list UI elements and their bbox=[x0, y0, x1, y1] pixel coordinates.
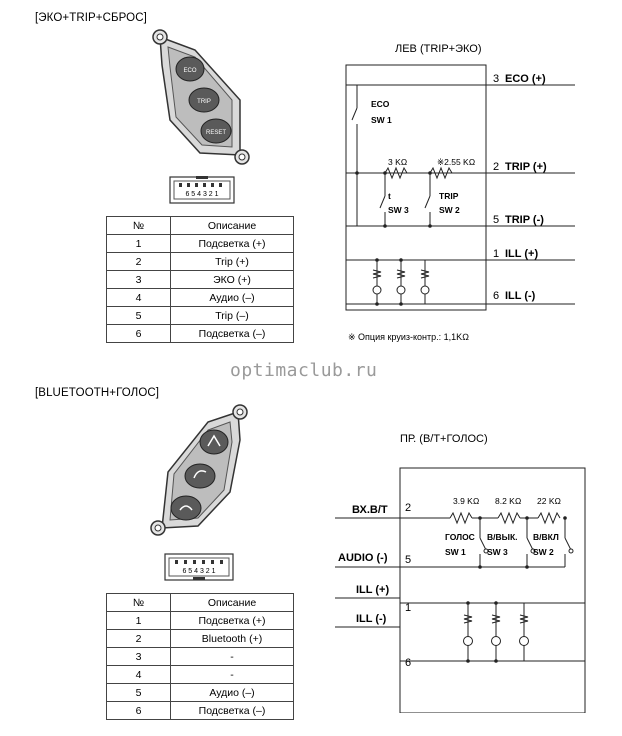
t-label: t bbox=[388, 191, 391, 201]
pin-3-number: 3 bbox=[493, 73, 499, 85]
connector-pin-numbers: 6 5 4 3 2 1 bbox=[185, 191, 218, 198]
connector-6pin-1: 6 5 4 3 2 1 bbox=[169, 176, 235, 204]
ill-minus-label: ILL (-) bbox=[356, 613, 387, 625]
pin-1-number: 1 bbox=[405, 602, 411, 614]
voice-button bbox=[199, 429, 229, 455]
eco-switch-label: ECO bbox=[371, 99, 390, 109]
pin-2-number: 2 bbox=[405, 502, 411, 514]
steering-switch-eco-trip-reset: ECO TRIP RESET bbox=[152, 29, 250, 165]
resistor-22k-label: 22 KΩ bbox=[537, 496, 561, 506]
watermark: optimaclub.ru bbox=[230, 360, 378, 381]
eco-button: ECO bbox=[175, 56, 205, 82]
pin-ill-plus-label: ILL (+) bbox=[505, 248, 538, 260]
sw1-label: SW 1 bbox=[371, 115, 392, 125]
pin-6-number: 6 bbox=[405, 657, 411, 669]
bt-on-switch-label: В/ВКЛ bbox=[533, 532, 559, 542]
table-header-number: № bbox=[106, 216, 171, 235]
sw2-label: SW 2 bbox=[533, 547, 554, 557]
resistor-2-55k-label: ※2.55 KΩ bbox=[437, 157, 476, 167]
svg-text:TRIP: TRIP bbox=[197, 99, 211, 105]
pin-trip-minus-label: TRIP (-) bbox=[505, 214, 544, 226]
call-button bbox=[184, 463, 216, 489]
svg-text:ECO: ECO bbox=[183, 68, 196, 74]
table-row: 3- bbox=[106, 647, 294, 666]
pin-trip-plus-label: TRIP (+) bbox=[505, 161, 547, 173]
sw3-label: SW 3 bbox=[388, 205, 409, 215]
sw3-label: SW 3 bbox=[487, 547, 508, 557]
table-header-description: Описание bbox=[170, 593, 294, 612]
audio-minus-label: AUDIO (-) bbox=[338, 552, 388, 564]
bt-off-switch-label: В/ВЫК. bbox=[487, 532, 518, 542]
schematic-title: ПР. (В/Т+ГОЛОС) bbox=[400, 433, 488, 445]
svg-text:RESET: RESET bbox=[206, 130, 226, 136]
pin-5-number: 5 bbox=[493, 214, 499, 226]
pin-2-number: 2 bbox=[493, 161, 499, 173]
table-header-number: № bbox=[106, 593, 171, 612]
schematic-left-trip-eco: ЛЕВ (TRIP+ЭКО) bbox=[345, 43, 575, 342]
schematic-right-bt-voice: ПР. (В/Т+ГОЛОС) ВХ.В/Т AUDIO (-) ILL (+)… bbox=[335, 433, 586, 713]
connector-6pin-2: 6 5 4 3 2 1 bbox=[164, 553, 234, 581]
resistor-8-2k-label: 8.2 KΩ bbox=[495, 496, 522, 506]
sw1-label: SW 1 bbox=[445, 547, 466, 557]
connector-pin-numbers: 6 5 4 3 2 1 bbox=[182, 568, 215, 575]
ill-plus-label: ILL (+) bbox=[356, 584, 389, 596]
resistor-3k-label: 3 KΩ bbox=[388, 157, 408, 167]
sw2-label: SW 2 bbox=[439, 205, 460, 215]
pin-5-number: 5 bbox=[405, 554, 411, 566]
table-row: 4- bbox=[106, 665, 294, 684]
section-title-eco-trip-reset: [ЭКО+TRIP+СБРОС] bbox=[35, 12, 147, 24]
pin-1-number: 1 bbox=[493, 248, 499, 260]
voice-switch-label: ГОЛОС bbox=[445, 532, 475, 542]
hangup-button bbox=[170, 495, 202, 521]
cruise-option-note: ※ Опция круиз-контр.: 1,1KΩ bbox=[348, 332, 469, 342]
pin-eco-plus-label: ECO (+) bbox=[505, 73, 546, 85]
trip-button: TRIP bbox=[188, 87, 220, 113]
pin-6-number: 6 bbox=[493, 290, 499, 302]
bt-in-label: ВХ.В/Т bbox=[352, 504, 388, 516]
schematic-title: ЛЕВ (TRIP+ЭКО) bbox=[395, 43, 482, 55]
section-title-bluetooth-voice: [BLUETOOTH+ГОЛОС] bbox=[35, 387, 160, 399]
trip-switch-label: TRIP bbox=[439, 191, 459, 201]
table-header-description: Описание bbox=[170, 216, 294, 235]
reset-button: RESET bbox=[200, 118, 232, 144]
steering-switch-bluetooth-voice bbox=[150, 404, 248, 536]
pin-ill-minus-label: ILL (-) bbox=[505, 290, 536, 302]
resistor-3-9k-label: 3.9 KΩ bbox=[453, 496, 480, 506]
